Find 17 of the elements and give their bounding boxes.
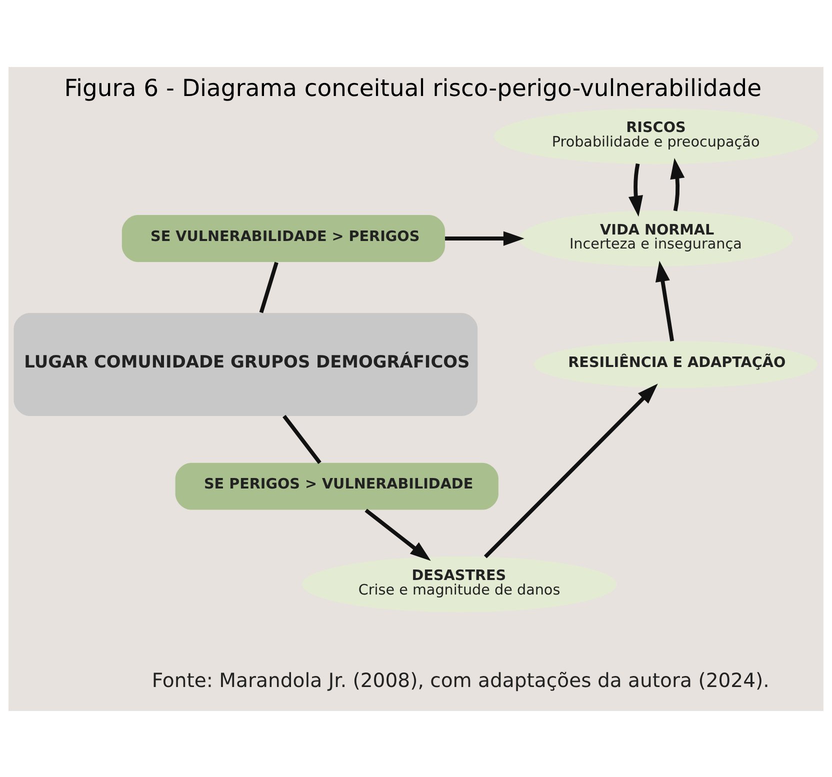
connector — [259, 261, 278, 313]
connector — [282, 414, 322, 464]
node-box: SE PERIGOS > VULNERABILIDADE — [175, 462, 498, 510]
node-ellipse: VIDA NORMAL Incerteza e insegurança — [519, 210, 794, 266]
arrow — [670, 157, 685, 211]
arrow — [655, 260, 674, 341]
node-ellipse: RISCOS Probabilidade e preocupação — [494, 108, 818, 164]
node-ellipse: DESASTRES Crise e magnitude de danos — [302, 556, 617, 612]
node-box: LUGAR COMUNIDADE GRUPOS DEMOGRÁFICOS — [14, 312, 478, 416]
arrow — [628, 162, 643, 216]
diagram-title: Figura 6 - Diagrama conceitual risco-perigo-vulnerabilidade — [64, 74, 762, 102]
arrow — [445, 230, 524, 246]
arrow — [484, 383, 658, 558]
arrow — [364, 508, 431, 560]
caption: Fonte: Marandola Jr. (2008), com adaptações da autora (2024). — [152, 668, 770, 692]
node-box: SE VULNERABILIDADE > PERIGOS — [122, 214, 446, 262]
node-ellipse: RESILIÊNCIA E ADAPTAÇÃO — [534, 340, 818, 388]
